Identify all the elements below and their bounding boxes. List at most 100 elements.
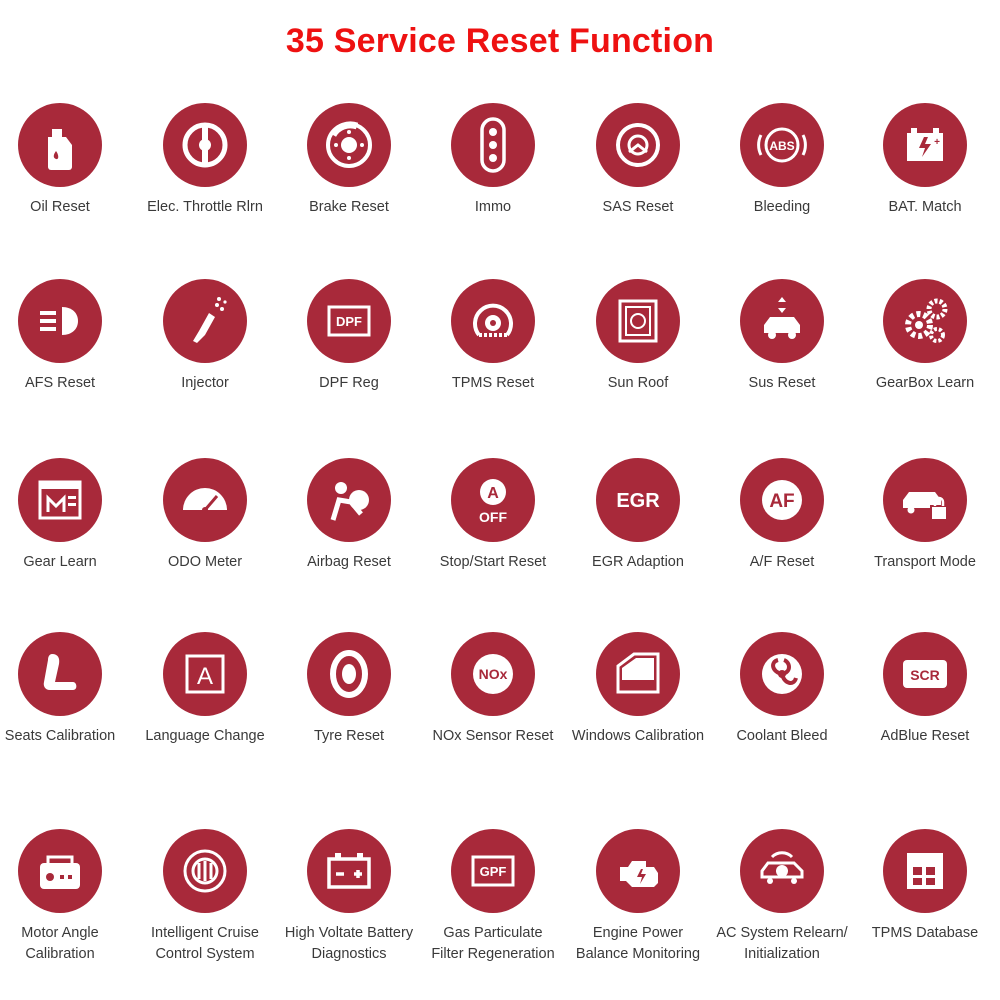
function-egr-adaption[interactable]: EGR EGR Adaption (564, 458, 712, 573)
function-label: Stop/Start Reset (439, 554, 547, 570)
function-ac-system-relearn-initialization[interactable]: AC System Relearn/ Initialization (708, 829, 856, 965)
svg-text:NOx: NOx (479, 666, 508, 682)
function-label: AFS Reset (24, 375, 96, 391)
function-gas-particulate-filter-regeneration[interactable]: GPF Gas Particulate Filter Regeneration (419, 829, 567, 965)
function-bat-match[interactable]: + BAT. Match (851, 103, 999, 218)
svg-text:ABS: ABS (769, 139, 794, 153)
function-label: Airbag Reset (307, 554, 391, 570)
function-motor-angle-calibration[interactable]: Motor Angle Calibration (0, 829, 134, 965)
gears-icon (883, 279, 967, 363)
function-label: Injector (181, 375, 229, 391)
function-label: Motor Angle Calibration (21, 925, 99, 962)
motor-icon (18, 829, 102, 913)
page-title: 35 Service Reset Function (285, 22, 715, 60)
tyre-icon (307, 632, 391, 716)
function-label: High Voltate Battery Diagnostics (284, 925, 414, 962)
svg-text:A: A (197, 663, 213, 690)
function-sun-roof[interactable]: Sun Roof (564, 279, 712, 394)
function-odo-meter[interactable]: ODO Meter (131, 458, 279, 573)
svg-text:AF: AF (769, 491, 794, 512)
cruise-control-icon (163, 829, 247, 913)
function-engine-power-balance-monitoring[interactable]: Engine Power Balance Monitoring (564, 829, 712, 965)
function-label: Coolant Bleed (736, 728, 828, 744)
battery-icon: + (883, 103, 967, 187)
svg-text:+: + (934, 137, 940, 148)
function-oil-reset[interactable]: Oil Reset (0, 103, 134, 218)
function-seats-calibration[interactable]: Seats Calibration (0, 632, 134, 747)
function-label: Brake Reset (309, 199, 389, 215)
function-label: Gas Particulate Filter Regeneration (431, 925, 555, 962)
function-label: A/F Reset (749, 554, 815, 570)
function-label: Sus Reset (748, 375, 816, 391)
function-label: Language Change (145, 728, 265, 744)
function-tpms-database[interactable]: TPMS Database (851, 829, 999, 944)
function-coolant-bleed[interactable]: Coolant Bleed (708, 632, 856, 747)
tpms-icon (451, 279, 535, 363)
function-label: Transport Mode (874, 554, 976, 570)
function-label: Windows Calibration (571, 728, 705, 744)
nox-icon: NOx (451, 632, 535, 716)
dpf-icon: DPF (307, 279, 391, 363)
svg-text:EGR: EGR (616, 490, 660, 512)
function-high-voltate-battery-diagnostics[interactable]: High Voltate Battery Diagnostics (275, 829, 423, 965)
function-airbag-reset[interactable]: Airbag Reset (275, 458, 423, 573)
hv-battery-icon (307, 829, 391, 913)
engine-icon (596, 829, 680, 913)
gear-learn-icon (18, 458, 102, 542)
function-transport-mode[interactable]: Transport Mode (851, 458, 999, 573)
tpms-database-icon (883, 829, 967, 913)
function-elec-throttle-rlrn[interactable]: Elec. Throttle Rlrn (131, 103, 279, 218)
function-label: Bleeding (753, 199, 811, 215)
function-label: BAT. Match (888, 199, 962, 215)
function-tyre-reset[interactable]: Tyre Reset (275, 632, 423, 747)
function-a-f-reset[interactable]: AF A/F Reset (708, 458, 856, 573)
oil-can-icon (18, 103, 102, 187)
function-label: ODO Meter (167, 554, 243, 570)
function-gearbox-learn[interactable]: GearBox Learn (851, 279, 999, 394)
function-label: Engine Power Balance Monitoring (575, 925, 701, 962)
function-windows-calibration[interactable]: Windows Calibration (564, 632, 712, 747)
function-label: Tyre Reset (313, 728, 385, 744)
transport-lock-icon (883, 458, 967, 542)
function-label: Seats Calibration (4, 728, 116, 744)
function-label: EGR Adaption (592, 554, 684, 570)
sunroof-icon (596, 279, 680, 363)
function-label: Gear Learn (23, 554, 97, 570)
function-tpms-reset[interactable]: TPMS Reset (419, 279, 567, 394)
function-immo[interactable]: Immo (419, 103, 567, 218)
steering-wheel-icon (596, 103, 680, 187)
function-label: Immo (474, 199, 512, 215)
function-label: Oil Reset (30, 199, 90, 215)
function-label: Intelligent Cruise Control System (151, 925, 259, 962)
air-fuel-icon: AF (740, 458, 824, 542)
throttle-icon (163, 103, 247, 187)
scr-icon: SCR (883, 632, 967, 716)
function-label: AC System Relearn/ Initialization (716, 925, 848, 962)
function-label: Sun Roof (607, 375, 669, 391)
function-brake-reset[interactable]: Brake Reset (275, 103, 423, 218)
function-dpf-reg[interactable]: DPF DPF Reg (275, 279, 423, 394)
airbag-icon (307, 458, 391, 542)
function-sus-reset[interactable]: Sus Reset (708, 279, 856, 394)
gpf-icon: GPF (451, 829, 535, 913)
function-language-change[interactable]: A Language Change (131, 632, 279, 747)
function-intelligent-cruise-control-system[interactable]: Intelligent Cruise Control System (131, 829, 279, 965)
injector-icon (163, 279, 247, 363)
brake-disc-icon (307, 103, 391, 187)
function-gear-learn[interactable]: Gear Learn (0, 458, 134, 573)
language-icon: A (163, 632, 247, 716)
function-label: DPF Reg (319, 375, 379, 391)
function-bleeding[interactable]: ABS Bleeding (708, 103, 856, 218)
function-label: SAS Reset (602, 199, 674, 215)
function-afs-reset[interactable]: AFS Reset (0, 279, 134, 394)
function-label: Elec. Throttle Rlrn (147, 199, 263, 215)
svg-text:GPF: GPF (480, 864, 507, 879)
function-label: NOx Sensor Reset (432, 728, 554, 744)
function-injector[interactable]: Injector (131, 279, 279, 394)
function-sas-reset[interactable]: SAS Reset (564, 103, 712, 218)
window-icon (596, 632, 680, 716)
